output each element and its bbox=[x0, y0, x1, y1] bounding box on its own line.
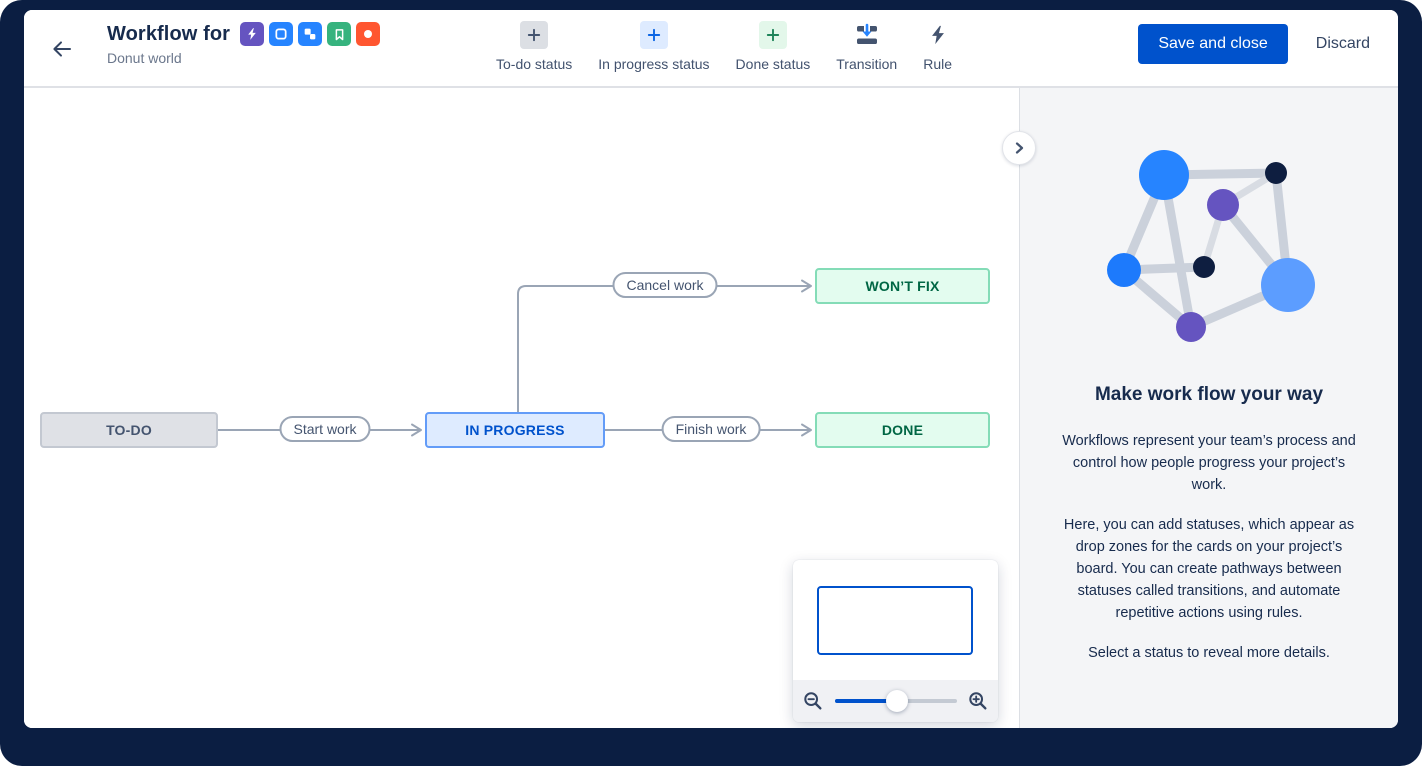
collapse-panel-button[interactable] bbox=[1002, 131, 1036, 165]
workflow-editor-window: Workflow for bbox=[24, 10, 1398, 728]
lightning-icon bbox=[931, 25, 944, 45]
arrow-left-icon bbox=[53, 41, 71, 57]
chevron-right-icon bbox=[1015, 142, 1024, 154]
toolbar: To-do status In progress status Done sta… bbox=[496, 20, 952, 72]
network-graph-illustration bbox=[1107, 150, 1315, 342]
transition-start-work[interactable]: Start work bbox=[279, 416, 371, 442]
toolbar-item-label: Done status bbox=[735, 56, 811, 72]
minimap-viewport[interactable] bbox=[817, 586, 973, 655]
issue-type-icons bbox=[240, 22, 381, 46]
subtask-icon bbox=[298, 22, 323, 46]
panel-paragraph: Here, you can add statuses, which appear… bbox=[1063, 517, 1355, 621]
minimap-zoom-bar bbox=[793, 680, 998, 722]
panel-paragraph: Workflows represent your team’s process … bbox=[1062, 433, 1356, 493]
editor-header: Workflow for bbox=[24, 10, 1398, 88]
toolbar-item-label: In progress status bbox=[598, 56, 710, 72]
status-node-wont-fix[interactable]: WON’T FIX bbox=[815, 268, 990, 304]
transition-cancel-work[interactable]: Cancel work bbox=[612, 272, 718, 298]
add-done-status-button[interactable]: Done status bbox=[735, 20, 811, 72]
bolt-icon bbox=[240, 22, 265, 46]
title-block: Workflow for bbox=[107, 22, 381, 66]
status-node-todo[interactable]: TO-DO bbox=[40, 412, 218, 448]
zoom-slider-track[interactable] bbox=[835, 690, 957, 712]
plus-icon bbox=[639, 21, 668, 49]
toolbar-item-label: Transition bbox=[836, 56, 898, 72]
back-button[interactable] bbox=[44, 31, 80, 67]
save-and-close-button[interactable]: Save and close bbox=[1138, 24, 1288, 64]
minimap bbox=[793, 560, 998, 722]
panel-heading: Make work flow your way bbox=[1094, 384, 1324, 405]
plus-icon bbox=[520, 21, 549, 49]
zoom-slider-fill bbox=[835, 699, 898, 703]
circle-icon bbox=[356, 22, 381, 46]
square-icon bbox=[269, 22, 294, 46]
panel-paragraph: Select a status to reveal more details. bbox=[1088, 645, 1330, 661]
zoom-in-icon bbox=[969, 692, 987, 710]
transition-finish-work[interactable]: Finish work bbox=[661, 416, 761, 442]
editor-body: TO-DO IN PROGRESS DONE WON’T FIX Start w… bbox=[24, 88, 1398, 728]
add-rule-button[interactable]: Rule bbox=[923, 20, 952, 72]
toolbar-item-label: To-do status bbox=[496, 56, 573, 72]
status-node-in-progress[interactable]: IN PROGRESS bbox=[425, 412, 605, 448]
zoom-in-button[interactable] bbox=[965, 688, 991, 714]
bookmark-icon bbox=[327, 22, 352, 46]
plus-icon bbox=[758, 21, 787, 49]
workflow-canvas[interactable]: TO-DO IN PROGRESS DONE WON’T FIX Start w… bbox=[24, 88, 1019, 728]
page-title: Workflow for bbox=[107, 22, 231, 45]
add-todo-status-button[interactable]: To-do status bbox=[496, 20, 572, 72]
discard-button[interactable]: Discard bbox=[1315, 35, 1370, 52]
info-panel: Make work flow your way Workflows repres… bbox=[1019, 88, 1398, 728]
zoom-out-icon bbox=[804, 692, 822, 710]
header-actions: Save and close Discard bbox=[1138, 24, 1370, 64]
add-transition-button[interactable]: Transition bbox=[836, 20, 897, 72]
transition-icon bbox=[856, 23, 877, 44]
project-name: Donut world bbox=[107, 50, 182, 66]
status-node-done[interactable]: DONE bbox=[815, 412, 990, 448]
zoom-out-button[interactable] bbox=[800, 688, 826, 714]
toolbar-item-label: Rule bbox=[923, 56, 953, 72]
zoom-slider-thumb[interactable] bbox=[886, 690, 909, 712]
add-inprogress-status-button[interactable]: In progress status bbox=[598, 20, 710, 72]
